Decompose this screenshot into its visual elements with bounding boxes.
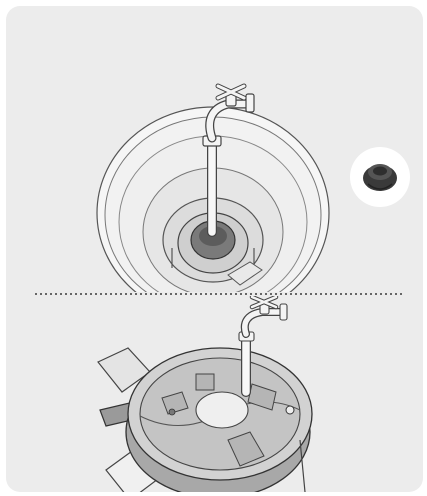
bottom-faucet-icon bbox=[245, 297, 287, 334]
base-perspective-illustration bbox=[98, 297, 312, 496]
top-view-illustration bbox=[97, 86, 329, 319]
drain-opening bbox=[196, 392, 248, 428]
base-body bbox=[126, 348, 312, 496]
drain-plug-inset bbox=[350, 147, 410, 207]
